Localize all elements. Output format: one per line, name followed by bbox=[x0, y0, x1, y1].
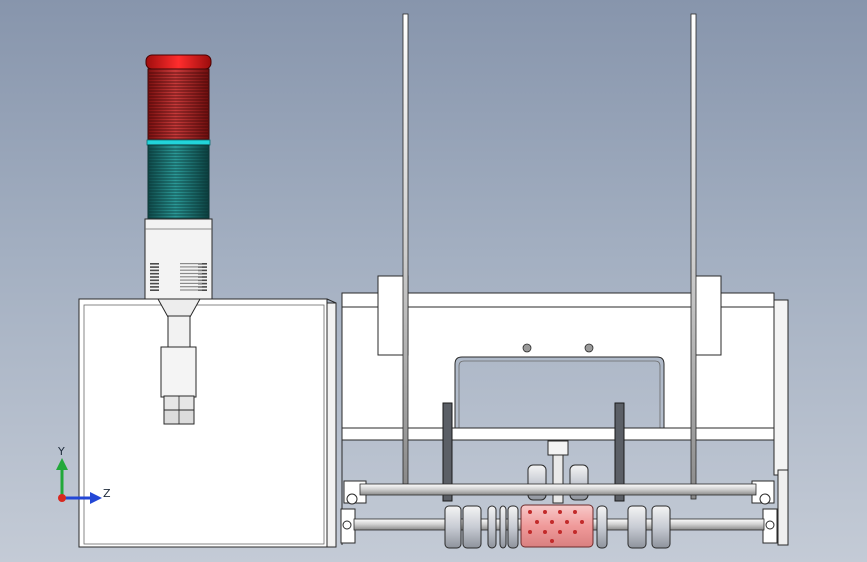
lower-roller-shaft bbox=[340, 504, 778, 549]
stack-light-ring bbox=[146, 139, 211, 146]
guide-bar-right bbox=[614, 402, 625, 502]
rod-bracket-right bbox=[694, 275, 722, 356]
left-housing-box bbox=[78, 298, 337, 548]
y-axis-label: Y bbox=[57, 445, 65, 458]
x-axis-origin bbox=[58, 494, 66, 502]
frame-plate bbox=[341, 306, 775, 429]
vertical-rod-left bbox=[402, 13, 409, 485]
vertical-guide-rods bbox=[377, 13, 722, 500]
stack-light-top-cap bbox=[145, 54, 212, 70]
vertical-rod-right bbox=[690, 13, 697, 500]
upper-shaft bbox=[343, 480, 775, 505]
guide-bar-left bbox=[442, 402, 453, 502]
right-side-plate bbox=[773, 299, 789, 476]
stack-light-green-segment bbox=[147, 144, 210, 221]
z-axis-label: Z bbox=[103, 487, 111, 500]
stack-light-tower bbox=[144, 54, 213, 425]
coordinate-triad: Y Z bbox=[56, 445, 111, 504]
pink-roller bbox=[520, 504, 594, 548]
stack-light-base bbox=[144, 218, 213, 300]
mount-hole-right bbox=[584, 343, 594, 353]
mount-hole-left bbox=[522, 343, 532, 353]
stack-light-red-segment bbox=[147, 68, 210, 142]
